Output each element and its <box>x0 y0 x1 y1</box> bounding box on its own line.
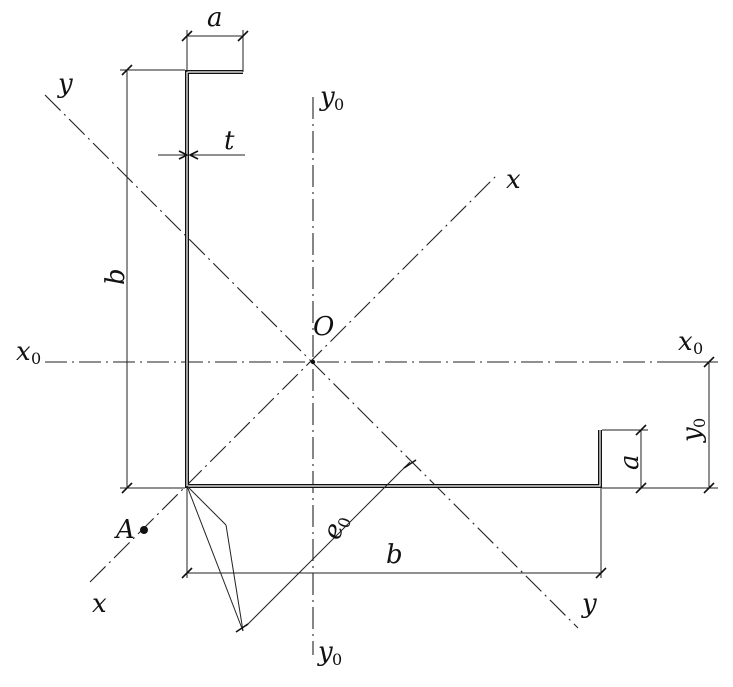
svg-text:0: 0 <box>334 95 344 114</box>
label-x0-left: x 0 <box>16 337 41 368</box>
svg-text:y: y <box>677 427 707 443</box>
svg-text:x: x <box>678 327 693 357</box>
label-b-left: b <box>101 268 131 285</box>
dimension-t <box>158 150 245 160</box>
label-y-lower: y <box>581 589 597 619</box>
dimension-a-top <box>181 30 249 72</box>
svg-text:0: 0 <box>31 349 41 368</box>
label-x-lower: x <box>92 589 107 619</box>
label-a-right: a <box>615 454 645 470</box>
label-b-bottom: b <box>386 540 403 570</box>
svg-text:0: 0 <box>693 339 703 358</box>
label-origin: O <box>313 312 334 342</box>
svg-text:0: 0 <box>690 418 709 428</box>
dimension-b-bottom <box>181 488 607 579</box>
label-x-upper: x <box>506 165 521 195</box>
svg-text:x: x <box>16 337 31 367</box>
dimension-a-right <box>602 424 718 494</box>
label-y0-dimension: y 0 <box>677 418 709 443</box>
dimension-e0 <box>186 459 417 633</box>
label-y0-bottom: y 0 <box>317 637 342 669</box>
point-a <box>140 526 148 534</box>
label-a-top: a <box>207 3 223 33</box>
x-axis-diagonal <box>89 175 497 583</box>
point-o <box>310 359 316 365</box>
label-x0-right: x 0 <box>678 327 703 358</box>
label-y-upper: y <box>57 69 73 99</box>
dimension-y0 <box>676 356 718 494</box>
dimension-b-left <box>120 64 185 494</box>
label-point-a: A <box>114 515 135 545</box>
label-t: t <box>224 126 235 156</box>
label-y0-top: y 0 <box>319 82 344 114</box>
svg-text:y: y <box>317 637 333 667</box>
svg-text:y: y <box>319 82 335 112</box>
svg-text:0: 0 <box>332 650 342 669</box>
label-e0: e 0 <box>317 515 355 543</box>
